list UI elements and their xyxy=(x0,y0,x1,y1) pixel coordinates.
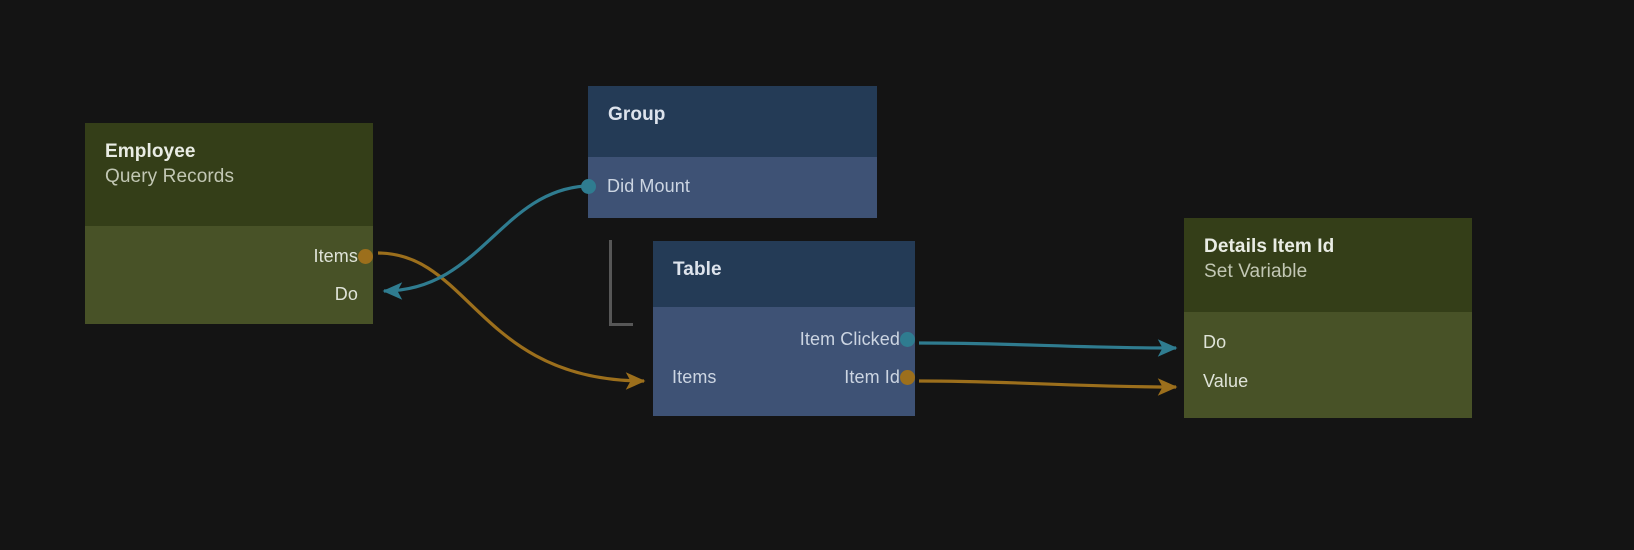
port-table-item-id[interactable]: Item Id xyxy=(844,366,915,388)
node-group-title: Group xyxy=(608,104,666,125)
node-table-body: Item Clicked Item Id Items xyxy=(653,307,915,416)
port-employee-items[interactable]: Items xyxy=(313,245,373,267)
port-group-did-mount-label: Did Mount xyxy=(607,176,690,196)
node-table[interactable]: Table Item Clicked Item Id Items xyxy=(653,241,915,416)
node-details-item-id-header: Details Item Id Set Variable xyxy=(1184,218,1472,312)
node-employee-subtitle: Query Records xyxy=(105,166,235,188)
node-details-item-id-body: Do Value xyxy=(1184,312,1472,418)
edge-table-itemid-to-details-value xyxy=(918,378,1178,396)
node-employee-title: Employee xyxy=(105,141,196,162)
port-details-do[interactable]: Do xyxy=(1203,331,1226,353)
port-table-item-id-dot[interactable] xyxy=(900,369,915,385)
port-group-did-mount-dot[interactable] xyxy=(580,178,596,194)
port-employee-do[interactable]: Do xyxy=(335,283,358,305)
port-employee-items-label: Items xyxy=(313,246,358,266)
node-details-item-id-title: Details Item Id xyxy=(1204,236,1335,257)
node-employee[interactable]: Employee Query Records Items Do xyxy=(85,123,373,324)
node-employee-header: Employee Query Records xyxy=(85,123,373,226)
node-table-title: Table xyxy=(673,259,722,280)
edge-group-didmount-to-employee-do xyxy=(382,184,586,300)
node-group-header: Group xyxy=(588,86,877,157)
edge-table-itemclicked-to-details-do xyxy=(918,339,1178,357)
node-details-item-id-subtitle: Set Variable xyxy=(1204,261,1308,283)
node-table-header: Table xyxy=(653,241,915,307)
port-details-value-label: Value xyxy=(1203,371,1249,391)
port-table-item-clicked-label: Item Clicked xyxy=(799,329,900,349)
port-table-items[interactable]: Items xyxy=(672,366,717,388)
port-table-item-clicked-dot[interactable] xyxy=(900,331,915,347)
node-employee-body: Items Do xyxy=(85,226,373,324)
port-table-item-id-label: Item Id xyxy=(844,367,900,387)
port-group-did-mount[interactable]: Did Mount xyxy=(580,175,690,197)
node-group-body: Did Mount xyxy=(580,157,877,218)
port-employee-do-label: Do xyxy=(334,284,358,304)
port-employee-items-dot[interactable] xyxy=(358,248,373,264)
edge-employee-items-to-table-items xyxy=(377,251,646,390)
port-details-do-label: Do xyxy=(1203,332,1227,352)
port-table-item-clicked[interactable]: Item Clicked xyxy=(799,328,915,350)
port-table-items-label: Items xyxy=(672,367,717,387)
node-details-item-id[interactable]: Details Item Id Set Variable Do Value xyxy=(1184,218,1472,418)
node-group[interactable]: Group Did Mount xyxy=(580,86,877,218)
group-containment-bracket xyxy=(609,240,633,326)
port-details-value[interactable]: Value xyxy=(1203,370,1248,392)
